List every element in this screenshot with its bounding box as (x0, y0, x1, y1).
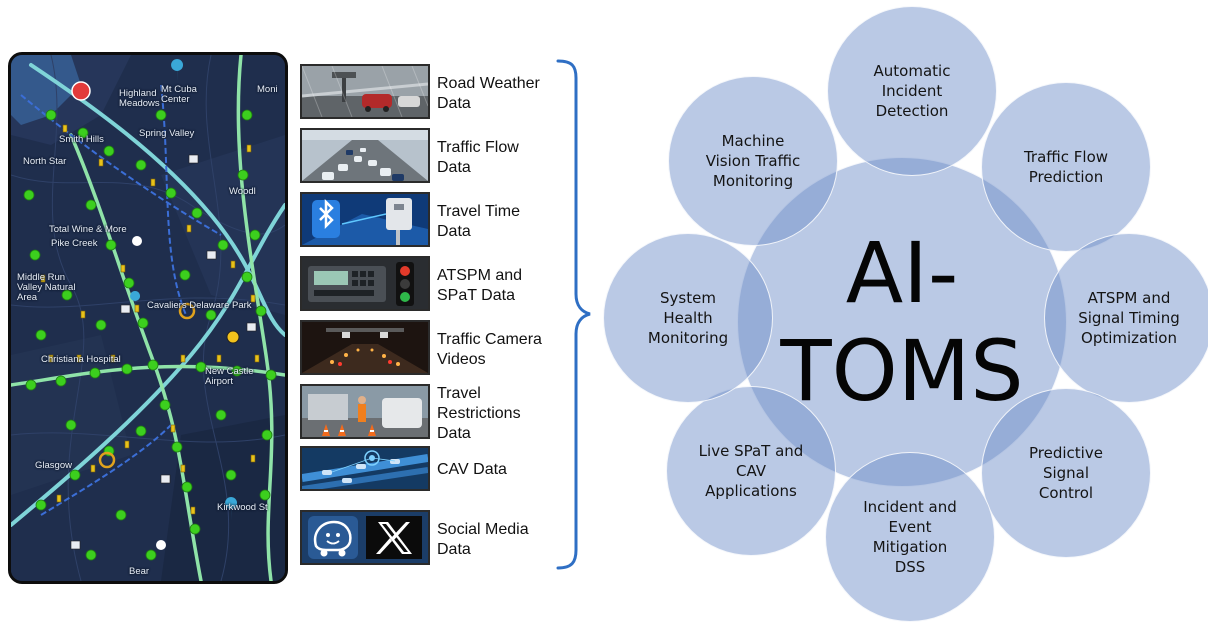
map-label-new-castle-airport: New Castle Airport (205, 366, 254, 387)
app-label: Machine Vision Traffic Monitoring (705, 132, 801, 190)
work-zone-photo (300, 384, 430, 439)
app-predictive-signal-control[interactable]: Predictive Signal Control (981, 388, 1151, 558)
grouping-brace (556, 59, 591, 570)
app-label: Traffic Flow Prediction (1023, 148, 1109, 186)
map-label-woodl: Woodl (229, 186, 256, 197)
source-road-weather: Road Weather Data (300, 64, 560, 124)
map-label-glasgow: Glasgow (35, 460, 72, 471)
traffic-map[interactable]: Highland Meadows Mt Cuba Center Moni Smi… (8, 52, 288, 584)
app-live-spat-cav[interactable]: Live SPaT and CAV Applications (666, 386, 836, 556)
source-label-cav: CAV Data (437, 461, 507, 478)
waze-x-logos (300, 510, 430, 565)
source-traffic-camera: Traffic Camera Videos (300, 320, 560, 380)
source-travel-restrictions: Travel Restrictions Data (300, 384, 560, 444)
source-label-travel-restrictions: Travel Restrictions Data (437, 385, 521, 442)
traffic-flow-photo (300, 128, 430, 183)
map-label-total-wine: Total Wine & More (49, 224, 127, 235)
connected-vehicle-photo (300, 446, 430, 491)
map-label-smith-hills: Smith Hills (59, 134, 104, 145)
map-label-north-star: North Star (23, 156, 67, 167)
map-canvas (11, 55, 285, 581)
app-label: Incident and Event Mitigation DSS (863, 498, 957, 576)
map-label-middle-run-valley: Middle Run Valley Natural Area (17, 272, 76, 303)
app-label: ATSPM and Signal Timing Optimization (1078, 289, 1180, 347)
map-label-delaware-park: Cavaliers Delaware Park (147, 300, 252, 311)
source-travel-time: Travel Time Data (300, 192, 560, 252)
map-label-mt-cuba-center: Mt Cuba Center (161, 84, 197, 105)
source-label-atspm: ATSPM and SPaT Data (437, 267, 523, 304)
hub-title: AI- TOMS (780, 224, 1024, 420)
app-label: Live SPaT and CAV Applications (698, 442, 804, 500)
map-label-pike-creek: Pike Creek (51, 238, 98, 249)
app-label: System Health Monitoring (647, 289, 729, 347)
road-weather-photo (300, 64, 430, 119)
map-label-moni: Moni (257, 84, 278, 95)
traffic-camera-photo (300, 320, 430, 375)
source-label-traffic-flow: Traffic Flow Data (437, 139, 519, 176)
source-label-traffic-camera: Traffic Camera Videos (437, 331, 542, 368)
bluetooth-sensor-photo (300, 192, 430, 247)
source-atspm: ATSPM and SPaT Data (300, 256, 560, 316)
map-label-bear: Bear (129, 566, 150, 577)
source-label-travel-time: Travel Time Data (437, 203, 520, 240)
app-traffic-flow-prediction[interactable]: Traffic Flow Prediction (981, 82, 1151, 252)
app-machine-vision-monitoring[interactable]: Machine Vision Traffic Monitoring (668, 76, 838, 246)
source-label-road-weather: Road Weather Data (437, 75, 540, 112)
app-incident-event-mitigation-dss[interactable]: Incident and Event Mitigation DSS (825, 452, 995, 622)
map-label-christiana-hospital: Christiana Hospital (41, 354, 121, 365)
app-system-health-monitoring[interactable]: System Health Monitoring (603, 233, 773, 403)
app-automatic-incident-detection[interactable]: Automatic Incident Detection (827, 6, 997, 176)
source-traffic-flow: Traffic Flow Data (300, 128, 560, 188)
signal-controller-photo (300, 256, 430, 311)
source-social-media: Social Media Data (300, 510, 560, 570)
app-label: Predictive Signal Control (1029, 444, 1103, 502)
map-label-spring-valley: Spring Valley (139, 128, 195, 139)
app-atspm-signal-timing[interactable]: ATSPM and Signal Timing Optimization (1044, 233, 1208, 403)
map-label-kirkwood: Kirkwood St (217, 502, 268, 513)
map-label-highland-meadows: Highland Meadows (119, 88, 160, 109)
app-label: Automatic Incident Detection (873, 62, 951, 120)
source-cav: CAV Data (300, 446, 560, 506)
source-label-social-media: Social Media Data (437, 521, 529, 558)
